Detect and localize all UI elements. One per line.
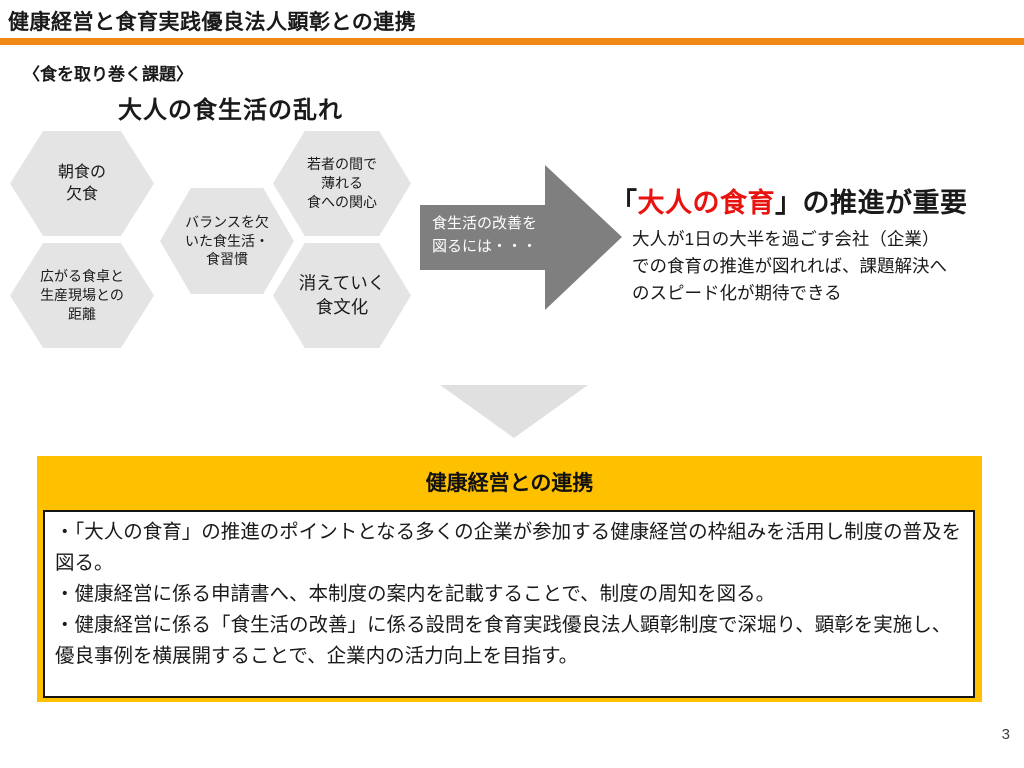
arrow-label: 食生活の改善を 図るには・・・ [432,215,538,256]
hexagon-unbalanced-diet: バランスを欠 いた食生活・ 食習慣 [160,188,294,294]
key-heading-highlight: 大人の食育 [637,188,775,218]
key-heading-bracket-open: 「 [610,188,638,218]
panel-bullet-3: ・健康経営に係る「食生活の改善」に係る設問を食育実践優良法人顕彰制度で深堀り、顕… [55,614,952,667]
panel-bullet-1: ・「大人の食育」の推進のポイントとなる多くの企業が参加する健康経営の枠組みを活用… [55,521,962,574]
hexagon-youth-losing-interest: 若者の間で 薄れる 食への関心 [273,131,411,236]
hexagon-disappearing-food-culture: 消えていく 食文化 [273,243,411,348]
collaboration-panel-header: 健康経営との連携 [425,472,594,495]
down-triangle-icon [440,385,588,438]
hexagon-distance-from-production: 広がる食卓と 生産現場との 距離 [10,243,154,348]
issues-cluster-heading: 大人の食生活の乱れ [118,97,343,124]
key-heading-rest: 」の推進が重要 [775,188,968,218]
key-message-heading: 「大人の食育」の推進が重要 [610,181,968,220]
slide-title: 健康経営と食育実践優良法人顕彰との連携 [8,11,417,34]
hexagon-skipping-breakfast: 朝食の 欠食 [10,131,154,236]
issues-section-label: 〈食を取り巻く課題〉 [23,65,193,84]
collaboration-panel-body: ・「大人の食育」の推進のポイントとなる多くの企業が参加する健康経営の枠組みを活用… [43,510,975,698]
key-message-body: 大人が1日の大半を過ごす会社（企業） での食育の推進が図れれば、課題解決へ のス… [632,229,947,304]
right-arrow-icon [420,165,622,310]
title-underline-rule [0,38,1024,45]
panel-bullet-2: ・健康経営に係る申請書へ、本制度の案内を記載することで、制度の周知を図る。 [55,583,776,605]
page-number: 3 [1001,726,1010,743]
